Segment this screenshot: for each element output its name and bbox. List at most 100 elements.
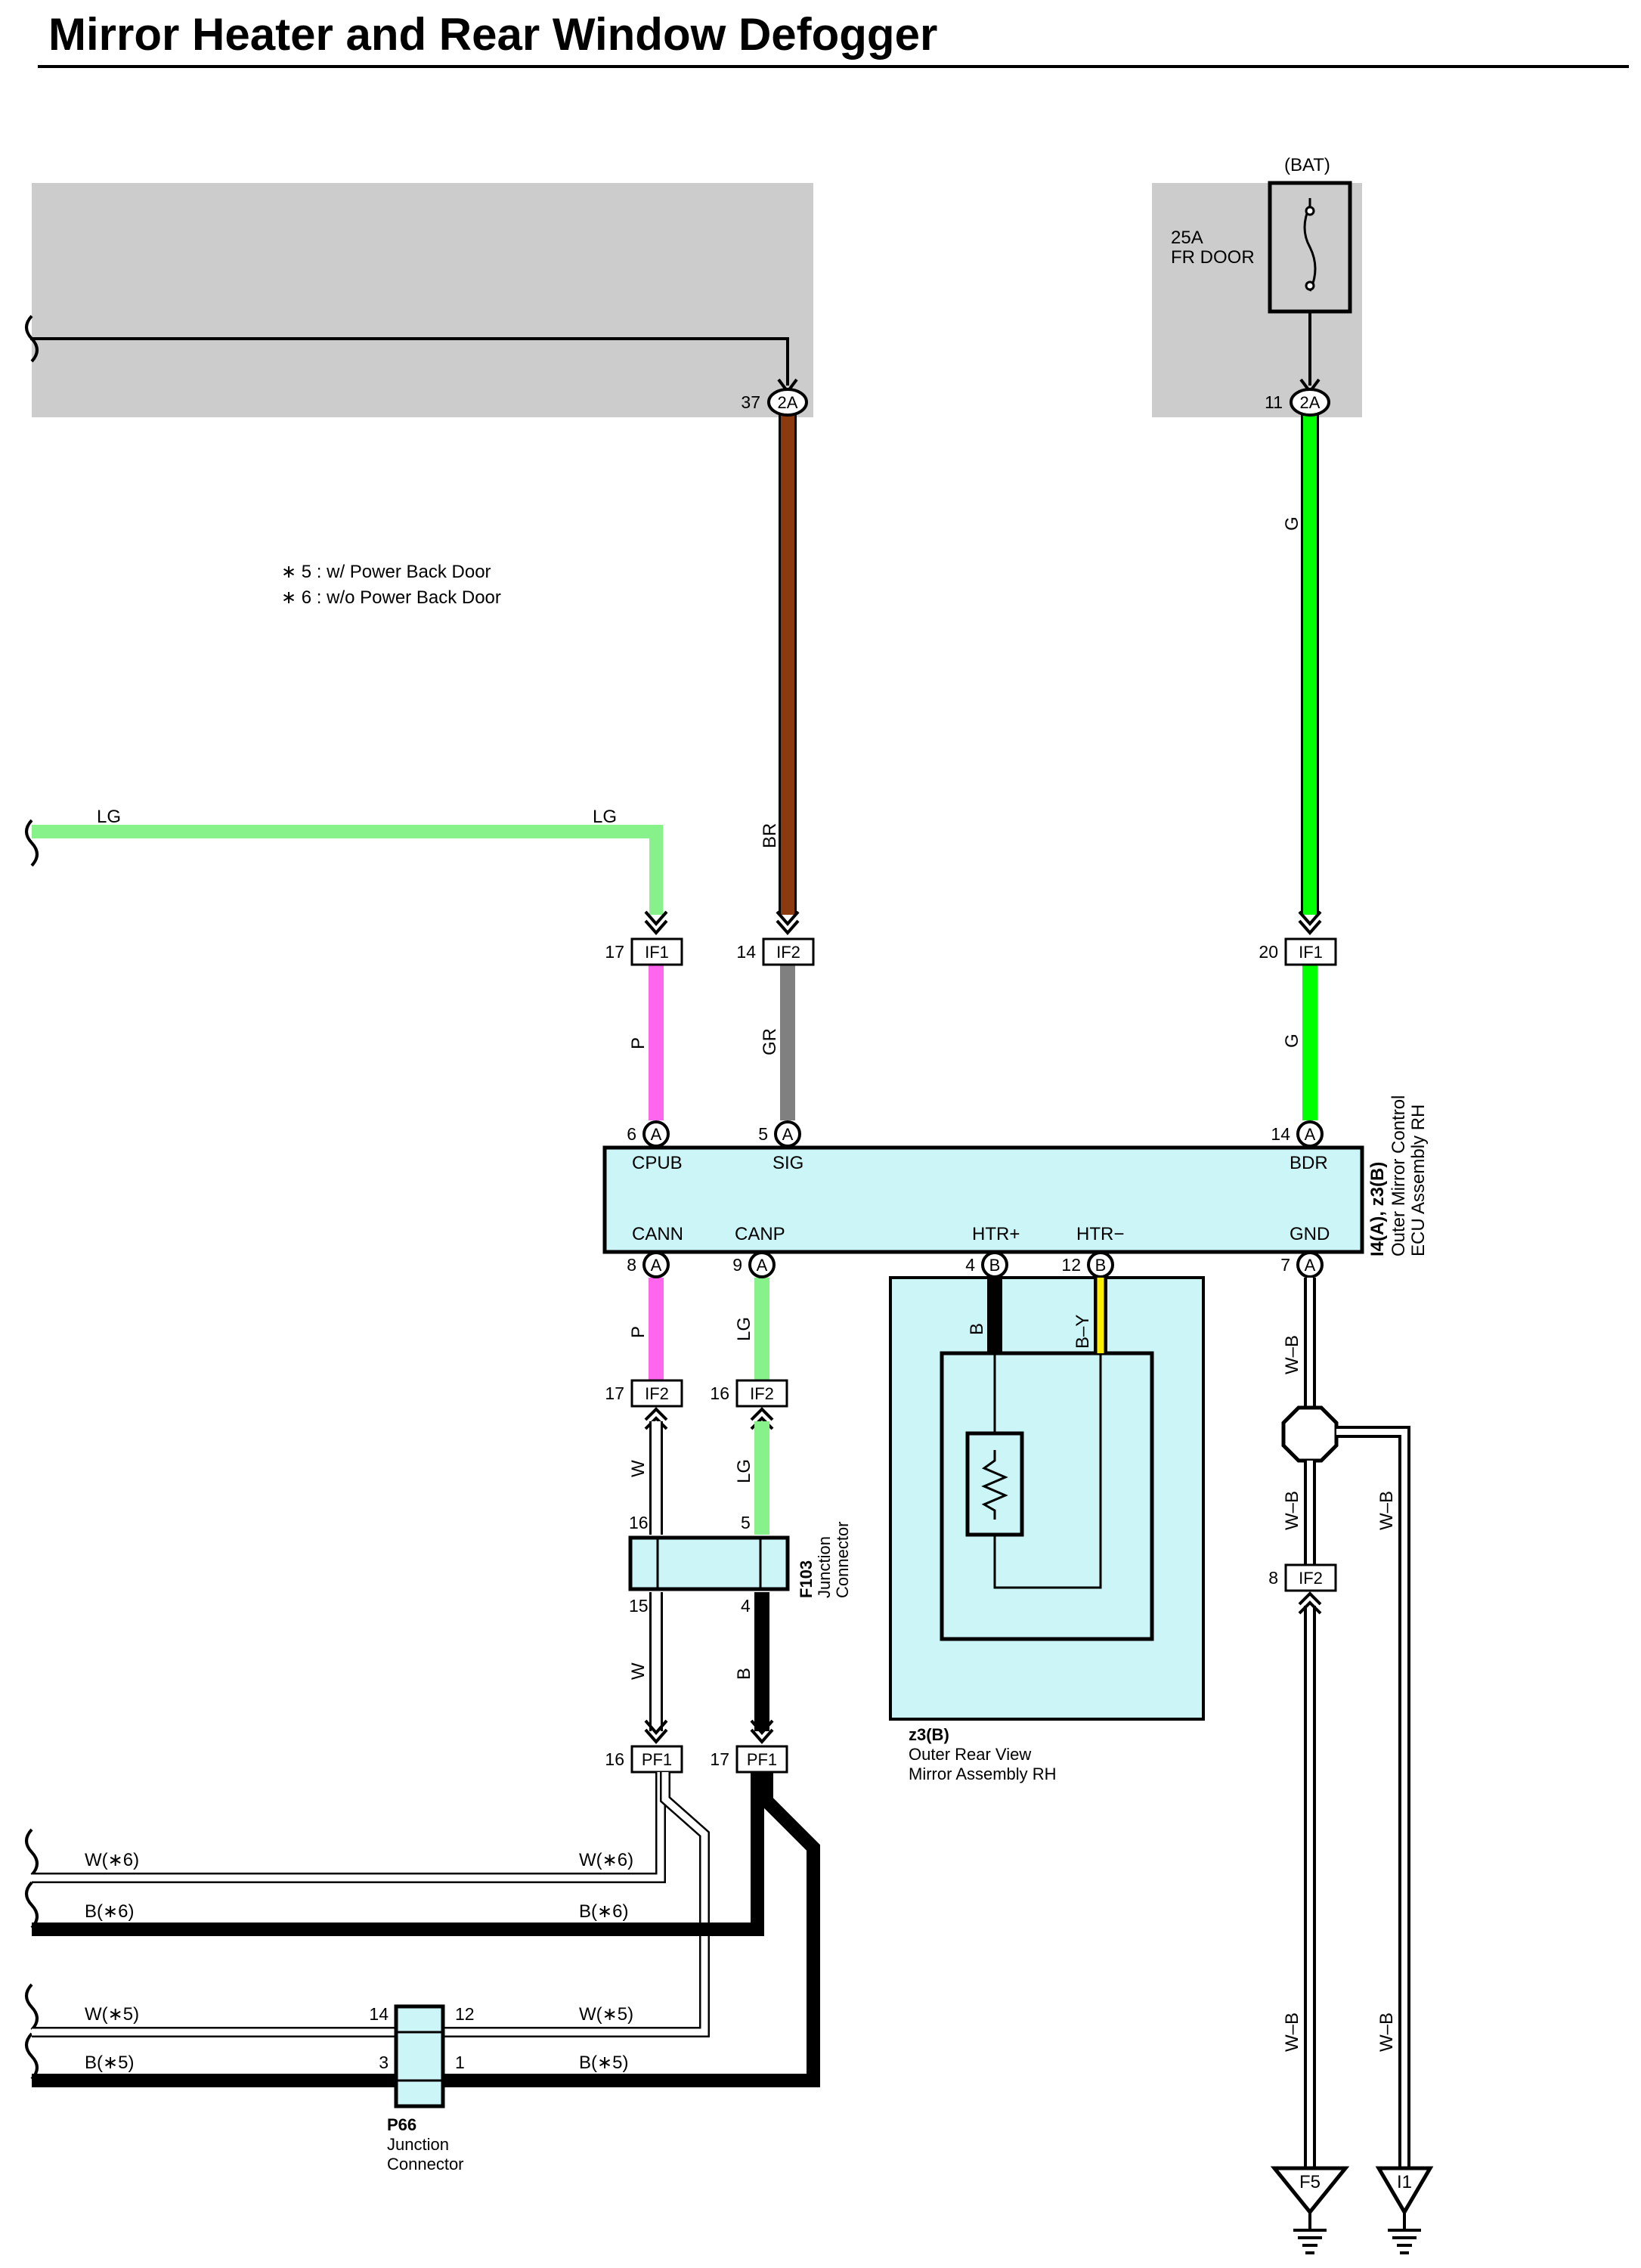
ecu-terminal-gnd: GND	[1290, 1224, 1330, 1244]
wire-label-gr: GR	[760, 1028, 780, 1055]
wire-label-b6-right: B(∗6)	[579, 1901, 628, 1922]
ecu-top-connectors	[642, 1120, 1324, 1148]
connector-if2-17-pin: 17	[605, 1383, 624, 1403]
ecu-a6-pin: 6	[627, 1124, 636, 1144]
mirror-name-line2: Mirror Assembly RH	[909, 1765, 1057, 1783]
connector-2a-37-id: 2A	[778, 393, 798, 412]
wire-lg-left	[32, 825, 663, 915]
ecu-a9-id: A	[757, 1256, 768, 1275]
ecu-terminal-sig: SIG	[773, 1153, 803, 1173]
junction-f103-pin4: 4	[741, 1596, 751, 1616]
ecu-name-line2: ECU Assembly RH	[1408, 1105, 1429, 1256]
connector-arrows-mid	[644, 1407, 774, 1430]
break-symbols	[25, 314, 39, 2081]
wire-label-p-lower: P	[628, 1326, 649, 1338]
wire-label-w-f103-bot: W	[628, 1662, 649, 1680]
ecu-terminal-bdr: BDR	[1290, 1153, 1328, 1173]
junction-f103-name1: Junction	[815, 1536, 834, 1598]
wire-label-w-f103-top: W	[628, 1460, 649, 1477]
junction-p66-name2: Connector	[387, 2155, 464, 2174]
fuse-terminal-top	[1305, 206, 1315, 216]
connector-2a-11-id: 2A	[1300, 393, 1321, 412]
connector-if2-8	[1284, 1563, 1337, 1592]
wire-label-g-mid: G	[1282, 1033, 1302, 1048]
fuse-element-icon	[1303, 205, 1317, 292]
connector-if2-8-id: IF2	[1299, 1569, 1323, 1588]
connector-if2-16-pin: 16	[710, 1383, 729, 1403]
wire-label-b-f103-bot: B	[734, 1668, 754, 1680]
wire-label-wb-right-bot: W–B	[1376, 2012, 1397, 2052]
connector-if2-14-id: IF2	[776, 943, 800, 962]
connector-if1-17-pin: 17	[605, 942, 624, 962]
wire-label-lg-left: LG	[97, 807, 121, 827]
ecu-body	[602, 1145, 1364, 1254]
ecu-a8-pin: 8	[627, 1255, 636, 1275]
ground-f5-triangle	[1270, 2166, 1350, 2215]
wire-w5-inner	[32, 1772, 708, 2036]
fuse-terminal-bottom	[1305, 280, 1315, 291]
heater-resistor-icon	[981, 1450, 1008, 1520]
ecu-b12-id: B	[1095, 1256, 1107, 1275]
fuse-supply-label: (BAT)	[1284, 155, 1330, 175]
junction-p66-pin12: 12	[455, 2004, 475, 2024]
connector-if2-17	[630, 1379, 683, 1408]
ground-icon	[1293, 2212, 1421, 2254]
junction-f103-name2: Connector	[833, 1521, 852, 1598]
ecu-a5-id: A	[782, 1125, 794, 1144]
ecu-a6-id: A	[651, 1125, 662, 1144]
connector-2a-37-pin: 37	[741, 392, 760, 412]
ecu-terminal-cpub: CPUB	[632, 1153, 683, 1173]
wire-label-w6-left: W(∗6)	[85, 1850, 139, 1870]
junction-p66-id: P66	[387, 2115, 416, 2134]
wire-w6-inner	[32, 1772, 664, 1882]
wire-label-lg-canp: LG	[734, 1317, 754, 1341]
ecu-a9-pin: 9	[732, 1255, 742, 1275]
ground-i1-label: I1	[1397, 2172, 1412, 2192]
connector-if1-20-id: IF1	[1299, 943, 1323, 962]
wire-b5	[32, 1772, 820, 2087]
connector-if2-14	[762, 937, 815, 966]
connector-if2-8-pin: 8	[1268, 1568, 1278, 1588]
wire-label-b6-left: B(∗6)	[85, 1901, 134, 1922]
connector-2a-11-pin: 11	[1265, 392, 1283, 412]
fuse-rating: 25A	[1171, 228, 1203, 248]
junction-f103-pin15: 15	[629, 1596, 649, 1616]
connector-if1-17-id: IF1	[645, 943, 669, 962]
shaded-area-right	[1152, 183, 1362, 417]
ecu-a14-id: A	[1305, 1125, 1316, 1144]
wire-label-b-htr: B	[967, 1323, 987, 1335]
ecu-a5-pin: 5	[758, 1124, 768, 1144]
ecu-a14-pin: 14	[1271, 1124, 1290, 1144]
mirror-id: z3(B)	[909, 1725, 949, 1744]
note-w-power-back-door: ∗ 5 : w/ Power Back Door	[281, 562, 491, 582]
connector-arrows-pf1	[644, 1719, 774, 1745]
connector-if1-17	[630, 937, 683, 966]
connector-pf1-16-id: PF1	[642, 1750, 672, 1769]
wire-label-by-htr: B–Y	[1073, 1315, 1093, 1349]
wire-label-w5-right: W(∗5)	[579, 2004, 633, 2025]
junction-p66-pin14: 14	[369, 2004, 389, 2024]
junction-f103-id: F103	[797, 1560, 816, 1598]
connector-2a-37	[767, 388, 808, 417]
connector-pf1-16-pin: 16	[605, 1749, 624, 1769]
ecu-terminal-htr-plus: HTR+	[972, 1224, 1020, 1244]
wire-label-b5-left: B(∗5)	[85, 2053, 134, 2073]
wire-wb-right-inner	[1336, 1429, 1407, 2168]
fuse-name: FR DOOR	[1171, 247, 1255, 268]
mirror-inner-frame	[940, 1351, 1154, 1641]
connector-if2-16	[735, 1379, 788, 1408]
junction-f103-pin16: 16	[629, 1513, 649, 1532]
connector-arrows-gnd	[1298, 1591, 1322, 1615]
wire-label-g-top: G	[1282, 516, 1302, 531]
wire-label-w5-left: W(∗5)	[85, 2004, 139, 2025]
ground-f5-label: F5	[1299, 2172, 1321, 2192]
splice-point	[1281, 1405, 1339, 1463]
shaded-area-left	[32, 183, 813, 417]
ecu-terminal-canp: CANP	[735, 1224, 785, 1244]
ecu-b4-id: B	[989, 1256, 1001, 1275]
ecu-terminal-cann: CANN	[632, 1224, 683, 1244]
junction-f103-pin5: 5	[741, 1513, 751, 1532]
junction-f103	[628, 1535, 790, 1591]
ecu-b4-pin: 4	[965, 1255, 975, 1275]
ground-i1-triangle	[1375, 2166, 1434, 2216]
